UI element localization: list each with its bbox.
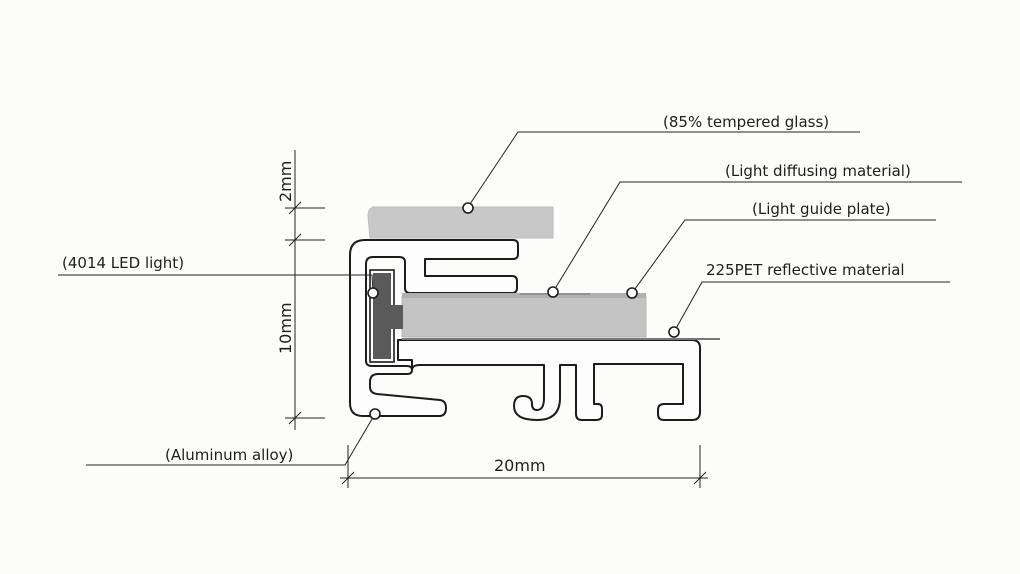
dim-label-10mm: 10mm bbox=[276, 302, 295, 354]
dot-led bbox=[367, 287, 379, 299]
dim-slash-2 bbox=[288, 233, 302, 247]
leader-led bbox=[58, 274, 374, 293]
label-reflective-material: 225PET reflective material bbox=[706, 261, 905, 279]
label-light-diffusing: (Light diffusing material) bbox=[725, 162, 911, 180]
label-light-guide-plate: (Light guide plate) bbox=[752, 200, 891, 218]
leader-aluminum bbox=[86, 413, 376, 466]
dim-slash-3 bbox=[288, 411, 302, 425]
aluminum-profile bbox=[349, 239, 519, 417]
aluminum-profile-base bbox=[397, 339, 701, 421]
dot-guide bbox=[626, 287, 638, 299]
leader-guide bbox=[631, 219, 936, 294]
label-aluminum-alloy: (Aluminum alloy) bbox=[165, 446, 293, 464]
light-guide-plate bbox=[401, 296, 647, 338]
dim-label-20mm: 20mm bbox=[494, 456, 546, 475]
dim-h-slash-2 bbox=[693, 471, 707, 485]
dot-reflective bbox=[668, 326, 680, 338]
dim-h-slash-1 bbox=[341, 471, 355, 485]
light-diffusing-layer bbox=[402, 293, 646, 298]
leader-reflective bbox=[673, 281, 950, 333]
label-tempered-glass: (85% tempered glass) bbox=[663, 113, 829, 131]
tempered-glass bbox=[367, 206, 554, 239]
label-led-light: (4014 LED light) bbox=[62, 254, 184, 272]
led-chip bbox=[373, 273, 391, 359]
dot-glass bbox=[462, 202, 474, 214]
leader-glass bbox=[467, 131, 860, 208]
dot-diffusing bbox=[547, 286, 559, 298]
dim-label-2mm: 2mm bbox=[276, 161, 295, 202]
led-lens bbox=[389, 305, 403, 329]
dim-slash-1 bbox=[288, 201, 302, 215]
dot-aluminum bbox=[369, 408, 381, 420]
leader-diffusing bbox=[552, 181, 962, 293]
